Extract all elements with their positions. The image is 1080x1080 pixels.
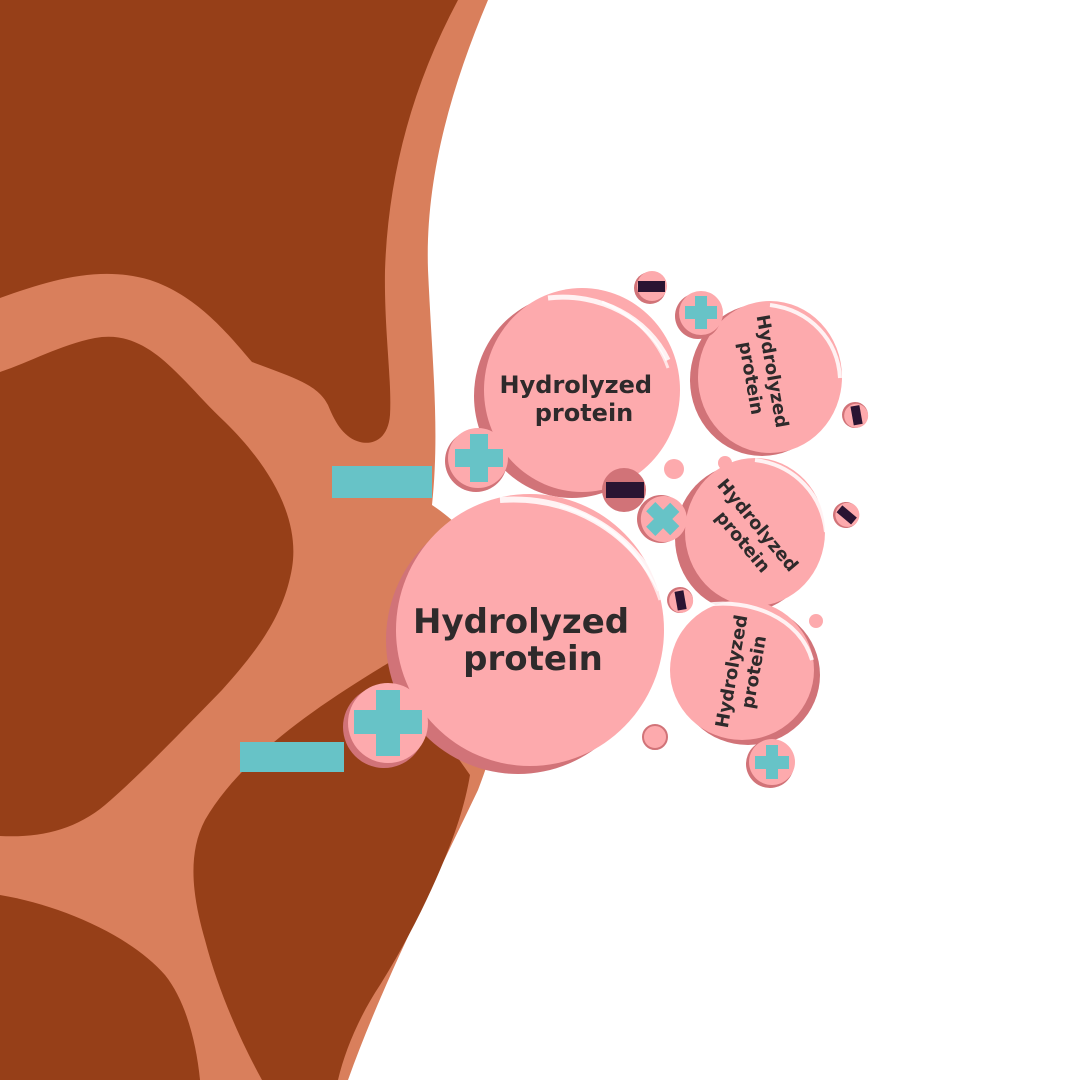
- minus-icon: [842, 402, 869, 428]
- small-particles: [642, 456, 823, 750]
- minus-icon: [634, 271, 667, 304]
- svg-text:Hydrolyzed protein: Hydrolyzed protein: [500, 371, 661, 427]
- particle-dot: [809, 614, 823, 628]
- minus-icon: [240, 742, 344, 772]
- bubble-highlight: [704, 601, 814, 661]
- plus-icon: [445, 428, 508, 492]
- particle-dot: [664, 459, 684, 479]
- svg-text:Hydrolyzed protein: Hydrolyzed protein: [413, 602, 641, 679]
- protein-label-line2: protein: [463, 639, 603, 679]
- minus-icon: [332, 466, 432, 498]
- hair-inner-band-corner: [0, 895, 200, 1080]
- hair-inner-band-top: [0, 0, 458, 443]
- hair-strand: [0, 0, 508, 1080]
- bubble-highlight: [601, 300, 670, 369]
- minus-icon: [833, 502, 860, 528]
- hair-charges: [240, 466, 432, 772]
- protein-label-line2: protein: [535, 399, 634, 427]
- protein-label-line1: Hydrolyzed: [500, 371, 653, 399]
- bubble-highlight: [754, 458, 828, 533]
- protein-label-line1: Hydrolyzed: [413, 602, 629, 642]
- minus-icon: [602, 468, 646, 512]
- bubble-highlight: [769, 303, 842, 379]
- plus-icon: [675, 291, 723, 339]
- bubble-highlight: [559, 504, 662, 601]
- plus-icon: [343, 683, 428, 768]
- minus-icon: [667, 587, 694, 613]
- plus-icon: [746, 739, 795, 788]
- protein-bubble-lower-right: Hydrolyzed protein: [670, 600, 820, 745]
- protein-bubble-top-left: Hydrolyzed protein: [474, 288, 680, 498]
- hair-inner-core: [0, 336, 294, 837]
- protein-bubble-top-right: Hydrolyzed protein: [690, 301, 842, 456]
- particle-dot: [642, 724, 668, 750]
- protein-bubble-large: Hydrolyzed protein: [386, 494, 664, 774]
- plus-icon: [637, 495, 687, 543]
- protein-bubble-middle-right: Hydrolyzed protein: [675, 458, 828, 612]
